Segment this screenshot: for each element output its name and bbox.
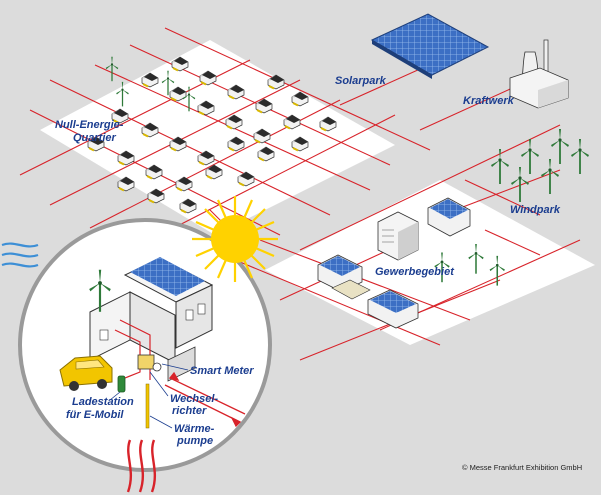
label-ladestation-line2: für E-Mobil (66, 409, 124, 421)
ground-platforms (40, 40, 595, 345)
label-smart-meter: Smart Meter (190, 365, 254, 377)
label-ladestation-line1: Ladestation (72, 396, 134, 408)
label-waermepumpe-line1: Wärme- (174, 423, 215, 435)
e-car (59, 355, 113, 391)
label-wechselrichter-line2: richter (172, 405, 207, 417)
diagram-labels: Solarpark Kraftwerk Null-Energie- Quarti… (55, 75, 582, 472)
label-wechselrichter-line1: Wechsel- (170, 393, 218, 405)
household-detail-circle (18, 218, 272, 472)
sun (192, 196, 278, 282)
gewerbe-platform (265, 180, 595, 345)
label-windpark: Windpark (510, 204, 561, 216)
copyright-notice: © Messe Frankfurt Exhibition GmbH (462, 463, 582, 472)
gewerbegebiet-buildings (317, 197, 471, 329)
label-quartier-line2: Quartier (73, 132, 117, 144)
grid-arrows (164, 371, 246, 428)
kraftwerk (509, 39, 569, 109)
label-quartier-line1: Null-Energie- (55, 119, 124, 131)
label-solarpark: Solarpark (335, 75, 387, 87)
heat-waves (126, 439, 157, 493)
label-waermepumpe-line2: pumpe (176, 435, 213, 447)
solarpark (370, 13, 490, 79)
label-gewerbegebiet: Gewerbegebiet (375, 266, 455, 278)
label-kraftwerk: Kraftwerk (463, 95, 515, 107)
power-grid-lines (19, 27, 581, 361)
water-waves (1, 242, 39, 268)
quartier-platform (40, 40, 395, 235)
